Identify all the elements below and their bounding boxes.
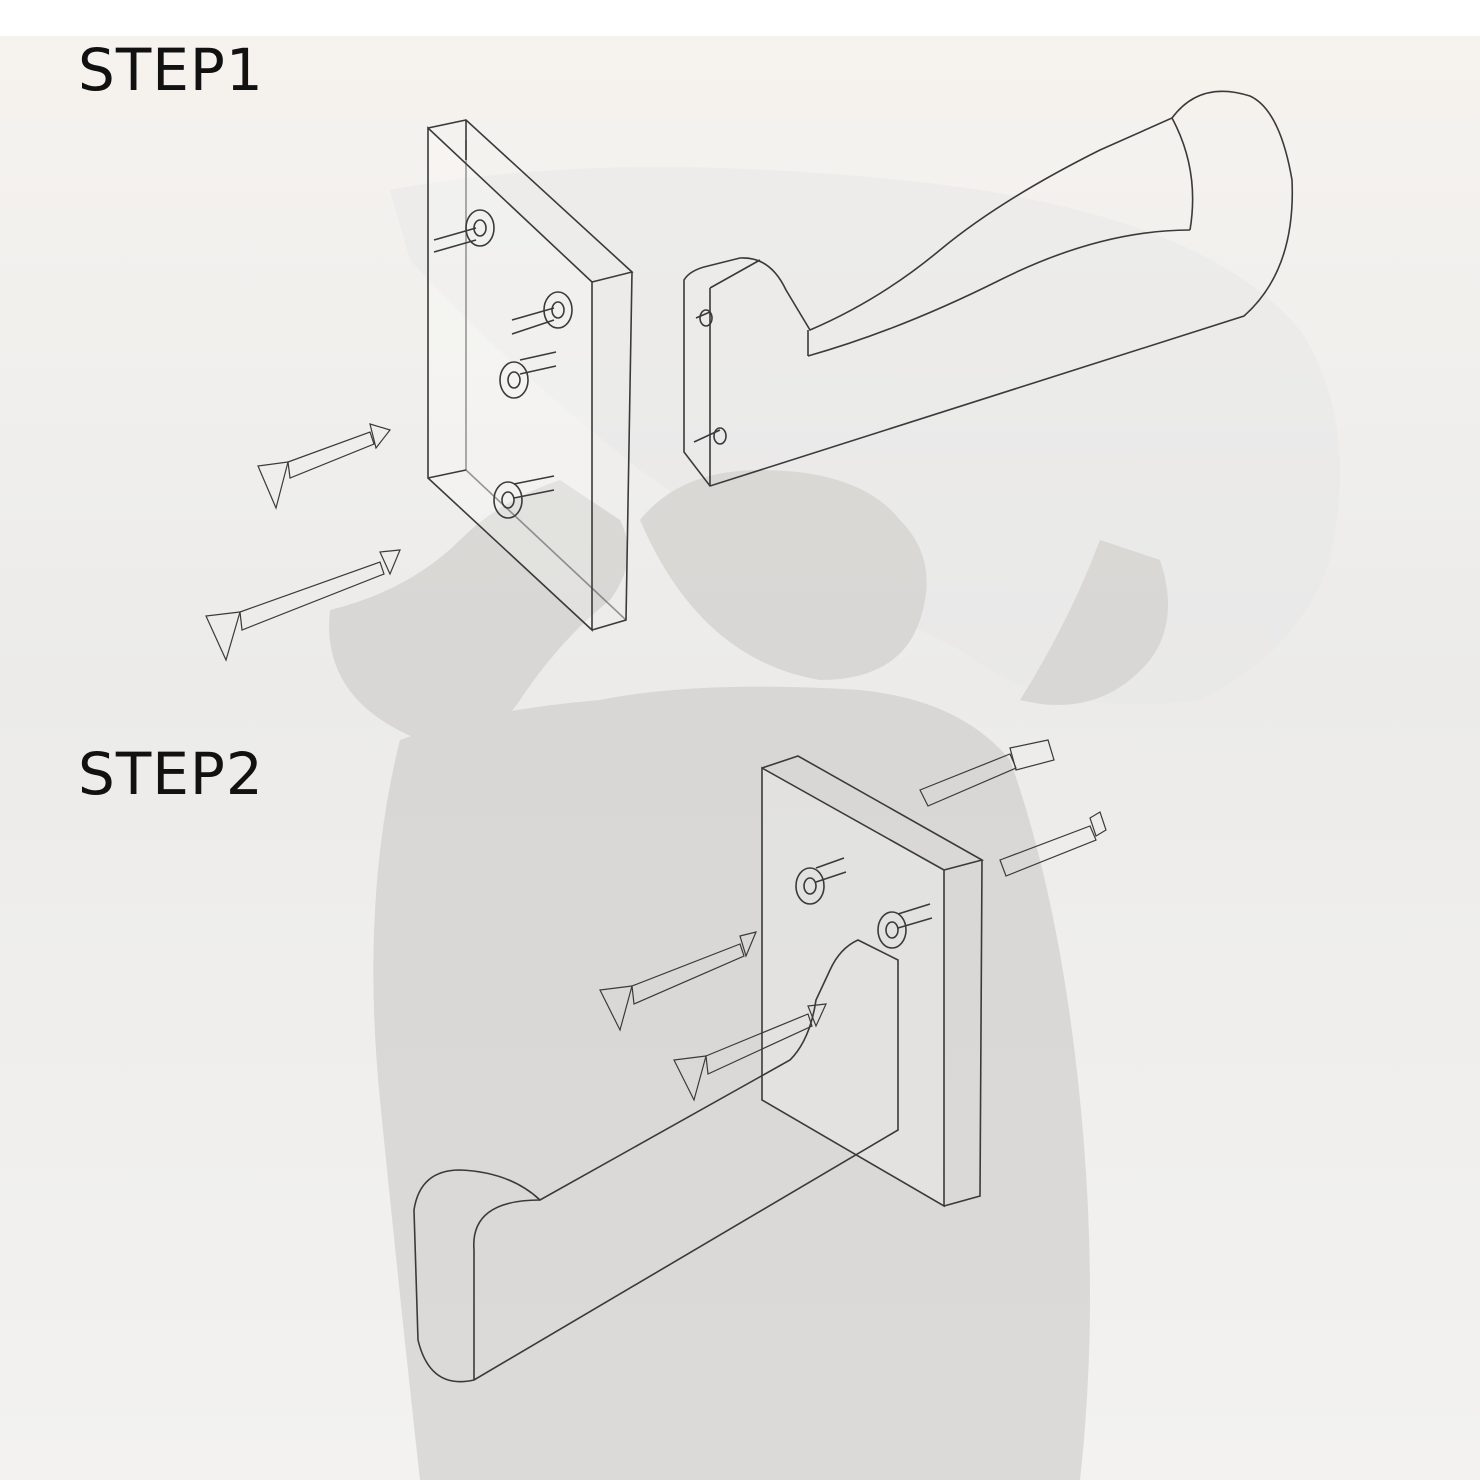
- step2-label: STEP2: [78, 740, 264, 808]
- step1-label: STEP1: [78, 36, 264, 104]
- step1-hook-arm: [683, 90, 1294, 487]
- step2-hook-arm: [413, 939, 899, 1383]
- step1-pegs: [433, 209, 573, 519]
- step1-screws: [205, 423, 401, 662]
- instruction-canvas: STEP1 STEP2: [0, 36, 1480, 1480]
- step1-wall-plate: [427, 119, 634, 632]
- step2-wall-anchors: [919, 739, 1107, 877]
- step2-screws: [599, 931, 827, 1102]
- assembly-diagram: [205, 90, 1340, 1480]
- surfer-silhouette: [329, 167, 1340, 1480]
